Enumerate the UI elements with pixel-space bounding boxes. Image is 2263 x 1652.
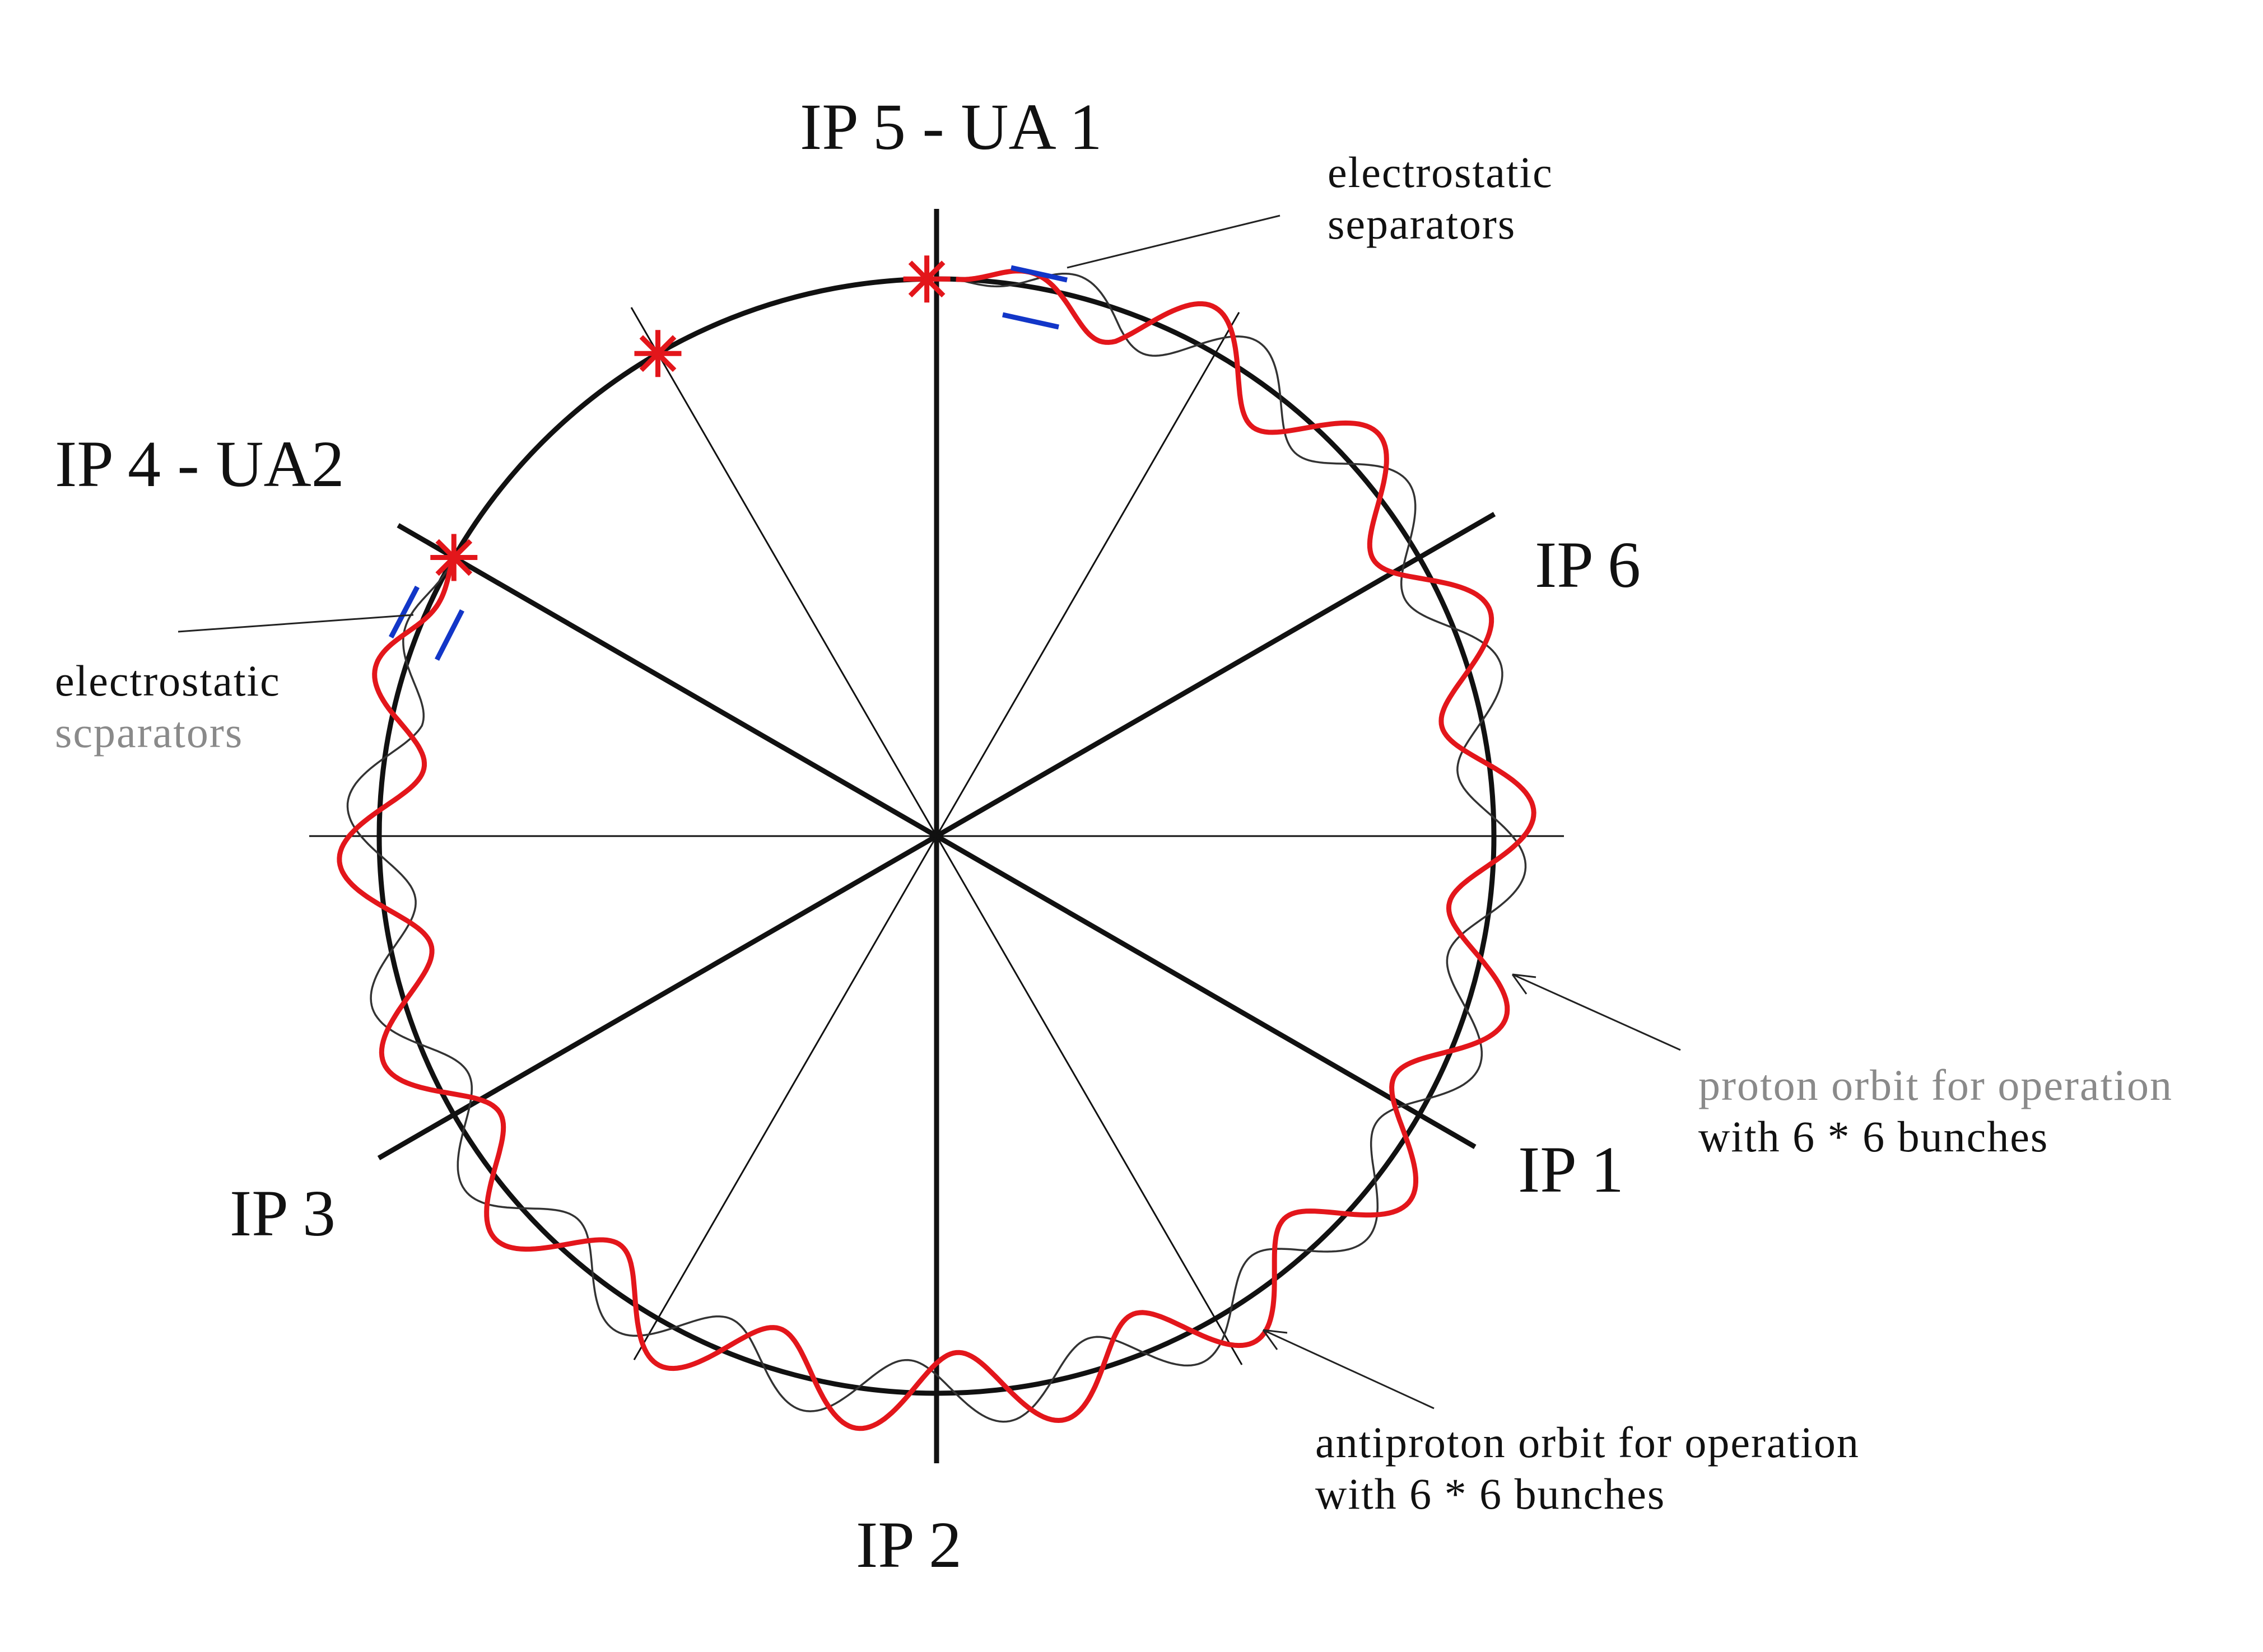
annotation-separators-left-line2: scparators — [55, 708, 244, 757]
axis-120 — [630, 307, 1243, 1365]
annotation-separators-top-line1: electrostatic — [1328, 148, 1553, 197]
annotation-leader-lines — [178, 214, 1681, 1410]
separator-top-upper — [1011, 265, 1068, 283]
collision-marker-ip4 — [430, 534, 478, 581]
annotation-antiproton-orbit: antiproton orbit for operation with 6 * … — [1315, 1417, 1860, 1520]
label-ip6: IP 6 — [1535, 528, 1641, 601]
leader-antiproton-orbit — [1263, 1329, 1435, 1410]
collision-marker-between-stroke — [639, 335, 677, 372]
annotation-proton-orbit-line2: with 6 * 6 bunches — [1698, 1112, 2049, 1161]
annotation-proton-orbit-line1: proton orbit for operation — [1698, 1061, 2173, 1109]
label-ip3: IP 3 — [230, 1177, 336, 1250]
collision-marker-ip4-stroke — [435, 539, 473, 576]
collision-marker-ip5-stroke — [908, 260, 946, 298]
electrostatic-separator-marks — [389, 265, 1068, 661]
collision-markers — [430, 255, 951, 581]
leader-proton-orbit — [1512, 973, 1681, 1051]
proton-orbit-curve — [346, 272, 1527, 1423]
label-ip4-ua2: IP 4 - UA2 — [55, 427, 344, 501]
separator-left-outer — [389, 585, 420, 639]
leader-top-separators — [1067, 214, 1280, 269]
separator-left-inner — [434, 609, 465, 661]
label-ip5-ua1: IP 5 - UA 1 — [800, 90, 1102, 164]
annotation-antiproton-orbit-line1: antiproton orbit for operation — [1315, 1418, 1860, 1467]
leader-left-separators — [178, 614, 414, 633]
label-ip1: IP 1 — [1518, 1133, 1624, 1206]
annotation-antiproton-orbit-line2: with 6 * 6 bunches — [1315, 1469, 1666, 1518]
separator-top-lower — [1002, 312, 1059, 330]
annotation-proton-orbit: proton orbit for operation with 6 * 6 bu… — [1698, 1060, 2173, 1163]
interaction-point-axes — [309, 209, 1564, 1463]
collision-marker-between — [634, 330, 682, 377]
annotation-separators-top: electrostatic separators — [1328, 147, 1553, 250]
leader-proton-arrowhead — [1511, 973, 1536, 995]
annotation-separators-left-line1: electrostatic — [55, 656, 281, 705]
antiproton-orbit-curve — [337, 268, 1536, 1431]
annotation-separators-top-line2: separators — [1328, 199, 1516, 248]
leader-antiproton-arrowhead — [1262, 1329, 1288, 1350]
annotation-separators-left: electrostatic scparators — [55, 655, 281, 758]
collision-marker-ip5 — [903, 255, 951, 303]
label-ip2: IP 2 — [856, 1508, 962, 1581]
